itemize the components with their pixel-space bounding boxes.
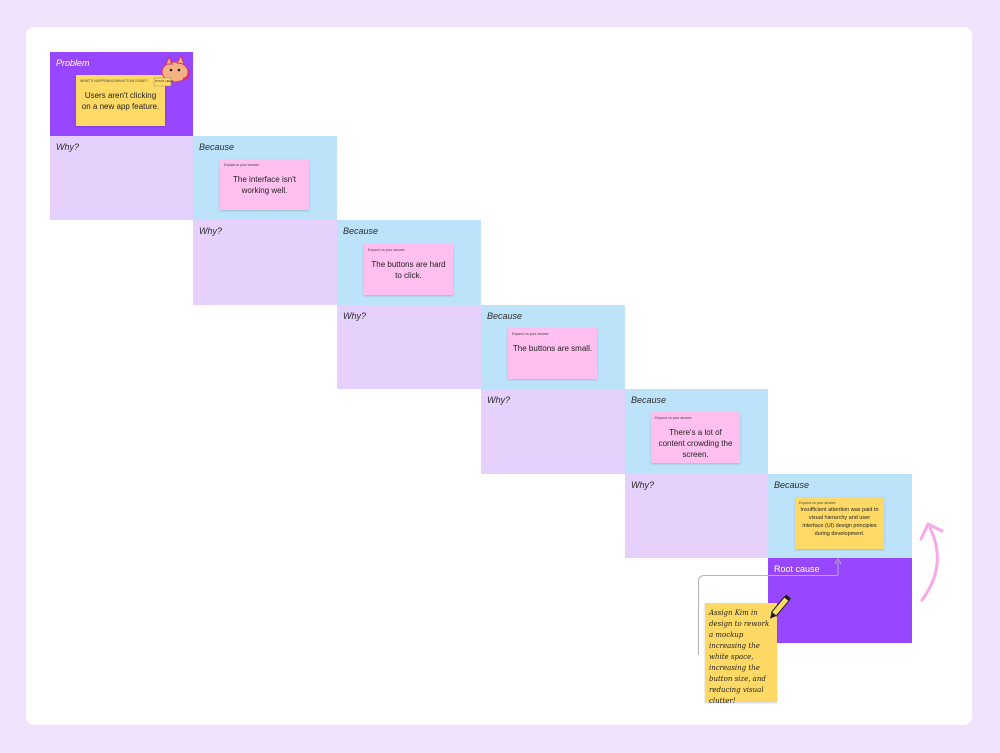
why-cell-1[interactable]: Why? <box>50 136 193 220</box>
because-note-text-2: The buttons are hard to click. <box>371 260 446 280</box>
because-note-text-5: Insufficient attention was paid to visua… <box>800 507 879 537</box>
because-note-hint-1: Explain in your answer <box>224 163 260 167</box>
cat-sticker-icon[interactable]: START HERE <box>153 54 193 88</box>
why-cell-3[interactable]: Why? <box>337 305 481 389</box>
because-sticky-note-3[interactable]: Expand on your answer The buttons are sm… <box>508 328 597 379</box>
why-label-1: Why? <box>56 142 80 152</box>
because-note-text-3: The buttons are small. <box>512 344 593 353</box>
root-cause-label: Root cause <box>774 564 820 574</box>
action-sticky-note[interactable]: Assign Kim in design to rework a mockup … <box>705 603 777 705</box>
why-label-3: Why? <box>343 311 367 321</box>
because-sticky-note-5[interactable]: Expand on your answer Insufficient atten… <box>795 497 884 549</box>
root-cause-cell[interactable]: Root cause <box>768 558 912 643</box>
because-note-text-4: There's a lot of content crowding the sc… <box>658 428 733 459</box>
sticker-text: START HERE <box>155 79 174 83</box>
why-cell-5[interactable]: Why? <box>625 474 768 558</box>
because-label-4: Because <box>631 395 667 405</box>
action-note-text: Assign Kim in design to rework a mockup … <box>709 609 770 705</box>
because-note-hint-3: Expand on your answer <box>512 332 549 336</box>
because-sticky-note-4[interactable]: Expand on your answer There's a lot of c… <box>651 412 740 463</box>
because-label-2: Because <box>343 226 379 236</box>
because-note-text-1: The interface isn't working well. <box>233 175 296 195</box>
why-cell-2[interactable]: Why? <box>193 220 337 305</box>
problem-sticky-note[interactable]: WHAT'S HAPPENING/WHAT'S AN ISSUE? Users … <box>76 75 165 126</box>
why-label-4: Why? <box>487 395 511 405</box>
because-sticky-note-2[interactable]: Expand on your answer The buttons are ha… <box>364 244 453 295</box>
because-label-5: Because <box>774 480 810 490</box>
why-label-5: Why? <box>631 480 655 490</box>
because-sticky-note-1[interactable]: Explain in your answer The interface isn… <box>220 159 309 210</box>
problem-note-hint: WHAT'S HAPPENING/WHAT'S AN ISSUE? <box>80 79 148 83</box>
because-note-hint-5: Expand on your answer <box>799 501 836 505</box>
connector-line <box>698 575 838 655</box>
problem-label: Problem <box>56 58 90 68</box>
why-cell-4[interactable]: Why? <box>481 389 625 474</box>
why-label-2: Why? <box>199 226 223 236</box>
because-note-hint-2: Expand on your answer <box>368 248 405 252</box>
problem-note-text: Users aren't clicking on a new app featu… <box>81 91 160 111</box>
because-note-hint-4: Expand on your answer <box>655 416 692 420</box>
because-label-1: Because <box>199 142 235 152</box>
because-label-3: Because <box>487 311 523 321</box>
